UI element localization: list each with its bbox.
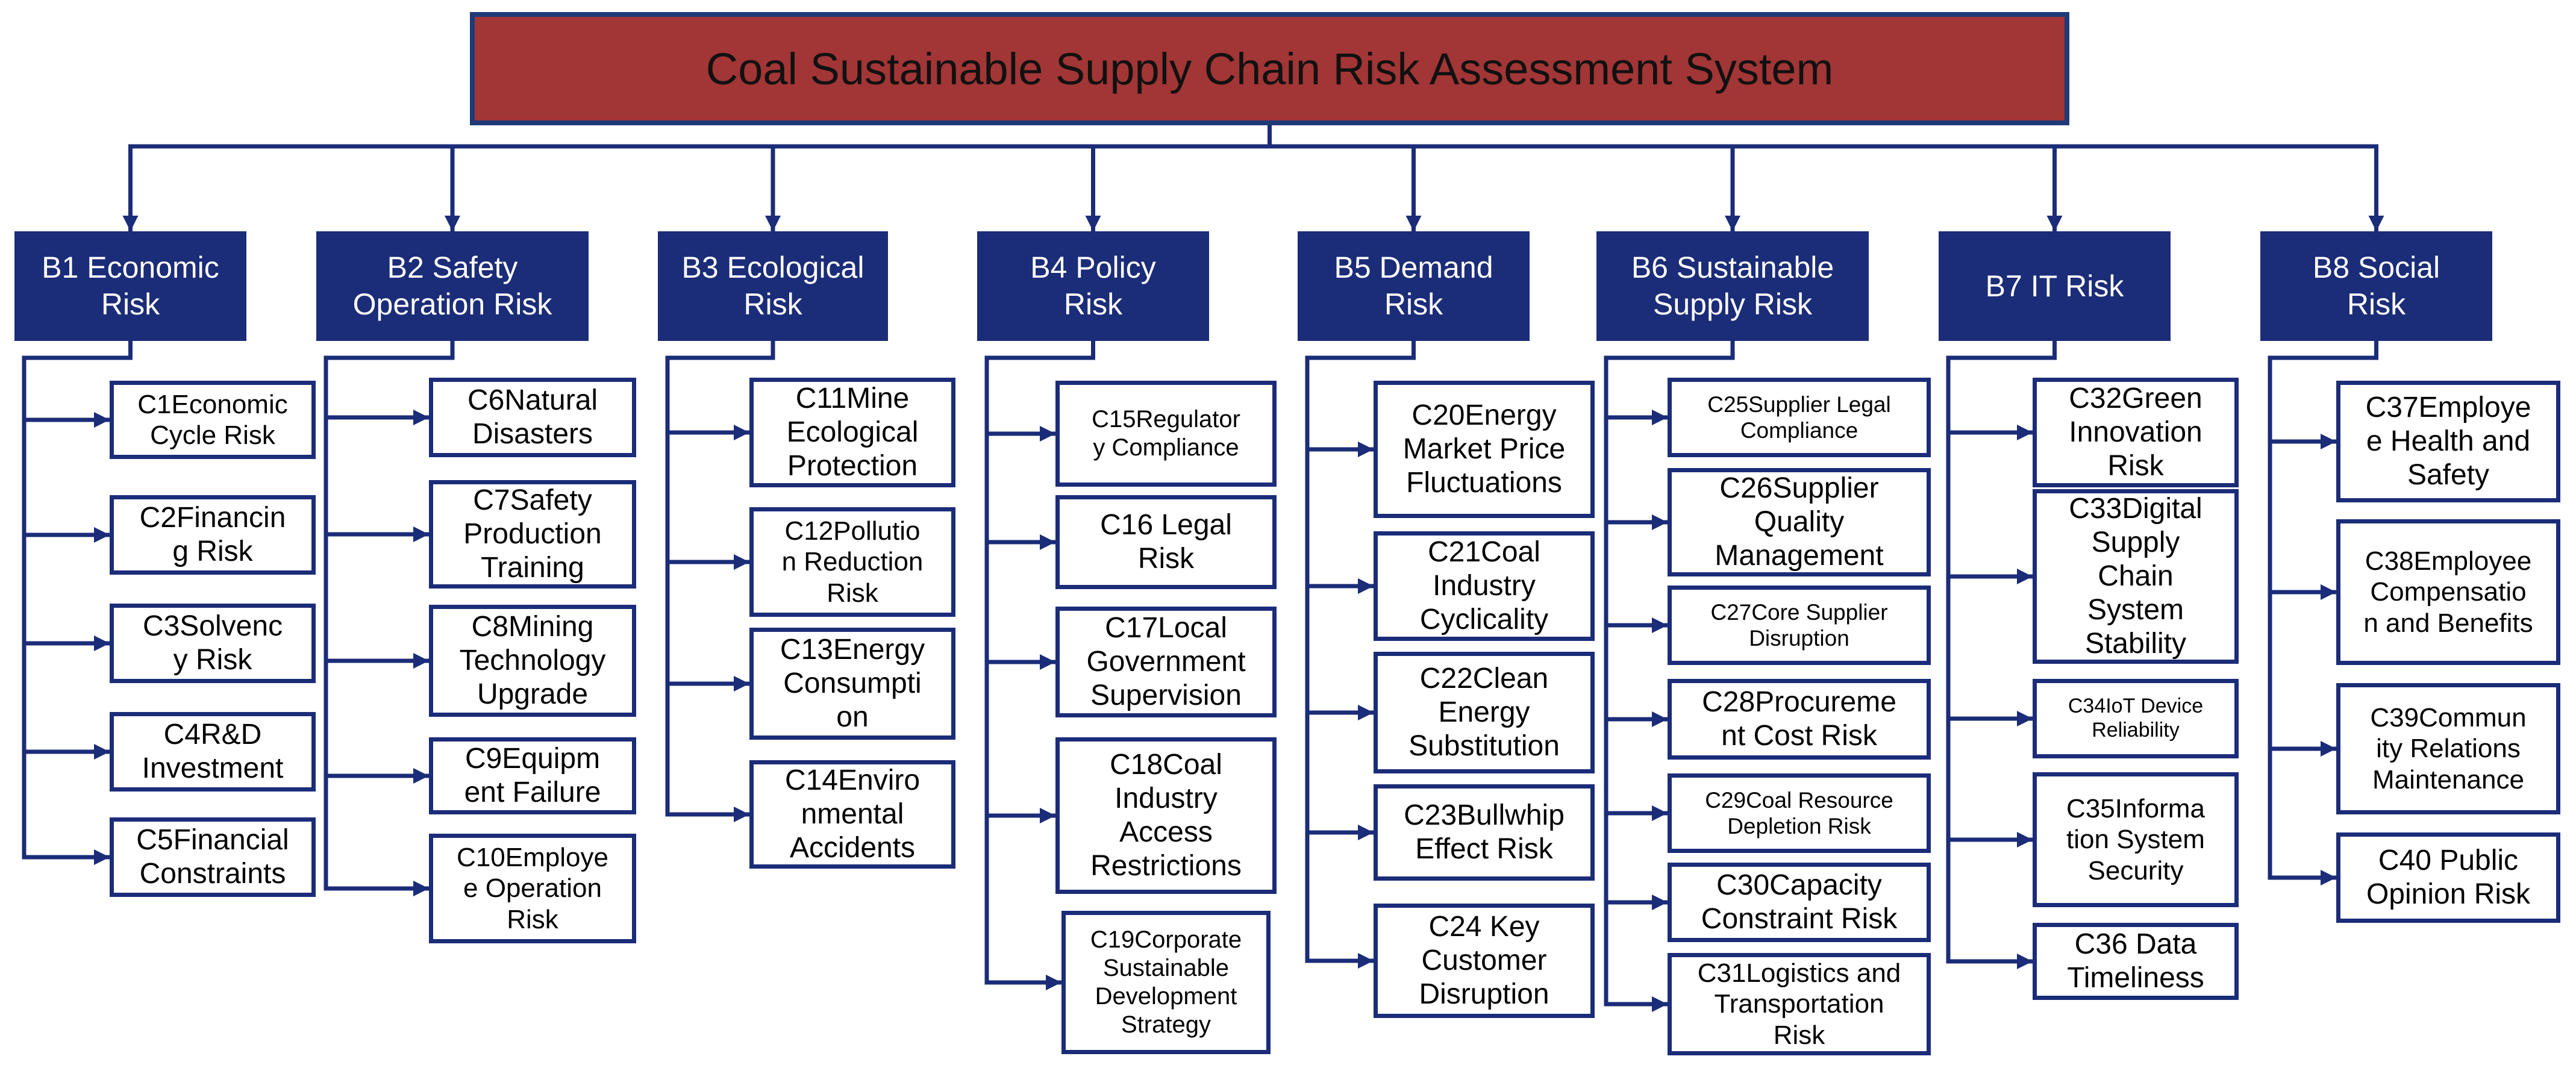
risk-c5: C5Financial Constraints <box>110 817 316 897</box>
risk-c2: C2Financin g Risk <box>110 495 316 575</box>
risk-c35: C35Informa tion System Security <box>2033 772 2239 907</box>
risk-c26: C26Supplier Quality Management <box>1668 468 1931 576</box>
category-b5-box: B5 Demand Risk <box>1298 231 1530 341</box>
risk-c22: C22Clean Energy Substitution <box>1374 652 1595 773</box>
risk-c36: C36 Data Timeliness <box>2033 923 2239 1000</box>
risk-c21: C21Coal Industry Cyclicality <box>1374 531 1595 641</box>
risk-c29: C29Coal Resource Depletion Risk <box>1668 773 1931 853</box>
risk-c14: C14Enviro nmental Accidents <box>749 760 955 869</box>
category-b7-label: B7 IT Risk <box>1985 269 2124 303</box>
category-b4-box: B4 Policy Risk <box>977 231 1209 341</box>
category-b1-box: B1 Economic Risk <box>14 231 246 341</box>
risk-c23: C23Bullwhip Effect Risk <box>1374 784 1595 881</box>
risk-c18: C18Coal Industry Access Restrictions <box>1055 737 1277 894</box>
category-b3-box: B3 Ecological Risk <box>658 231 888 341</box>
category-b8-box: B8 Social Risk <box>2260 231 2492 341</box>
risk-c27: C27Core Supplier Disruption <box>1668 586 1931 665</box>
risk-c31: C31Logistics and Transportation Risk <box>1668 953 1931 1055</box>
category-b3-label: B3 Ecological Risk <box>681 251 864 321</box>
risk-c38: C38Employee Compensatio n and Benefits <box>2336 519 2560 665</box>
category-b2-box: B2 Safety Operation Risk <box>316 231 589 341</box>
risk-c6: C6Natural Disasters <box>429 378 636 457</box>
risk-c11: C11Mine Ecological Protection <box>749 378 955 487</box>
risk-c24: C24 Key Customer Disruption <box>1374 904 1595 1018</box>
risk-c3: C3Solvenc y Risk <box>110 604 316 683</box>
category-b6-label: B6 Sustainable Supply Risk <box>1631 251 1834 321</box>
risk-c10: C10Employe e Operation Risk <box>429 834 636 943</box>
risk-c16: C16 Legal Risk <box>1055 495 1277 589</box>
risk-c19: C19Corporate Sustainable Development Str… <box>1061 911 1271 1054</box>
risk-c20: C20Energy Market Price Fluctuations <box>1374 381 1595 518</box>
category-b7-box: B7 IT Risk <box>1939 231 2171 341</box>
risk-c17: C17Local Government Supervision <box>1055 607 1277 717</box>
risk-c34: C34IoT Device Reliability <box>2033 679 2239 758</box>
risk-c37: C37Employe e Health and Safety <box>2336 381 2560 502</box>
category-b5-label: B5 Demand Risk <box>1334 251 1493 321</box>
category-b8-label: B8 Social Risk <box>2312 251 2440 321</box>
risk-c39: C39Commun ity Relations Maintenance <box>2336 683 2560 814</box>
risk-c8: C8Mining Technology Upgrade <box>429 605 636 717</box>
risk-c12: C12Pollutio n Reduction Risk <box>749 507 955 617</box>
risk-c15: C15Regulator y Compliance <box>1055 381 1277 487</box>
diagram-title: Coal Sustainable Supply Chain Risk Asses… <box>470 12 2069 125</box>
diagram-title-text: Coal Sustainable Supply Chain Risk Asses… <box>705 43 1834 94</box>
risk-c13: C13Energy Consumpti on <box>749 628 955 740</box>
risk-c25: C25Supplier Legal Compliance <box>1668 378 1931 457</box>
risk-c28: C28Procureme nt Cost Risk <box>1668 679 1931 760</box>
category-b1-label: B1 Economic Risk <box>42 251 219 321</box>
risk-c40: C40 Public Opinion Risk <box>2336 832 2560 923</box>
risk-c30: C30Capacity Constraint Risk <box>1668 863 1931 942</box>
risk-c9: C9Equipm ent Failure <box>429 737 636 814</box>
risk-c7: C7Safety Production Training <box>429 480 636 589</box>
risk-c1: C1Economic Cycle Risk <box>110 381 316 459</box>
category-b2-label: B2 Safety Operation Risk <box>352 251 552 321</box>
category-b4-label: B4 Policy Risk <box>1030 251 1156 321</box>
risk-c33: C33Digital Supply Chain System Stability <box>2033 489 2239 664</box>
risk-c32: C32Green Innovation Risk <box>2033 378 2239 487</box>
risk-c4: C4R&D Investment <box>110 712 316 792</box>
category-b6-box: B6 Sustainable Supply Risk <box>1596 231 1869 341</box>
